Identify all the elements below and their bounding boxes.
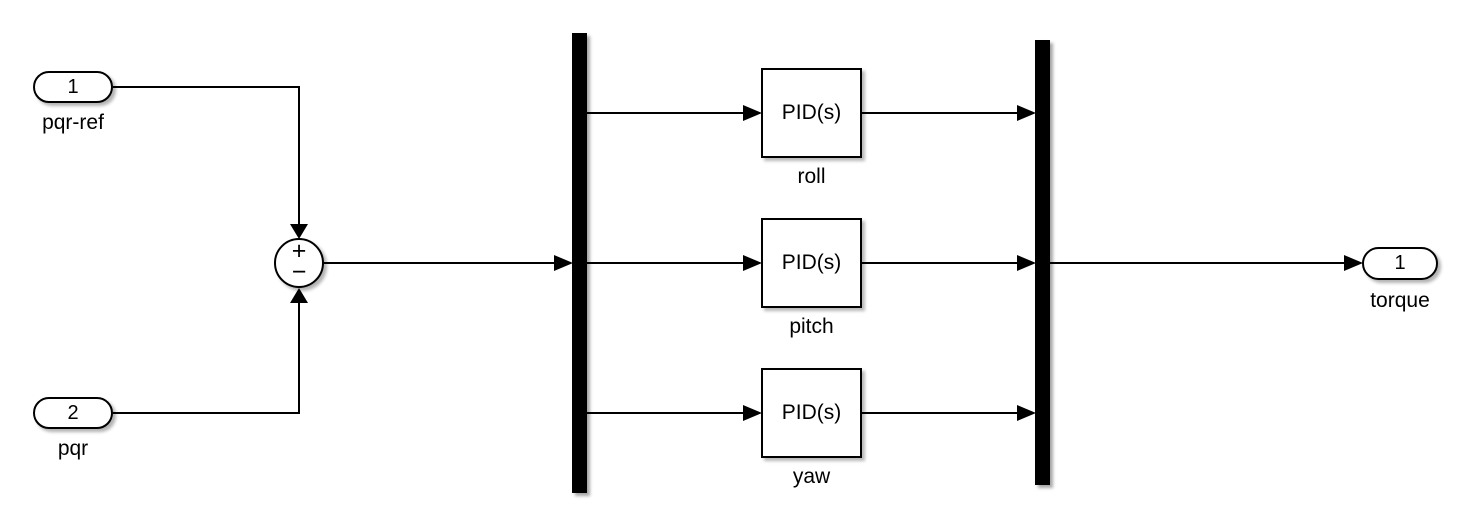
outport-1-label: torque: [1370, 289, 1430, 312]
signal-wire-pqr-ref-h[interactable]: [113, 86, 300, 88]
pid-pitch-text: PID(s): [781, 251, 842, 274]
inport-2-label: pqr: [57, 437, 89, 460]
arrowhead-right-icon: [554, 255, 573, 271]
inport-2-block[interactable]: 2: [33, 397, 113, 429]
signal-wire-pqr-v[interactable]: [298, 302, 300, 413]
signal-wire-pitch-to-mux[interactable]: [861, 262, 1017, 264]
arrowhead-right-icon: [1017, 105, 1036, 121]
inport-1-number: 1: [67, 75, 79, 98]
signal-wire-demux-to-pitch[interactable]: [587, 262, 743, 264]
arrowhead-right-icon: [743, 405, 762, 421]
signal-wire-pqr-h[interactable]: [113, 412, 300, 414]
inport-1-label: pqr-ref: [42, 111, 104, 134]
signal-wire-demux-to-roll[interactable]: [587, 112, 743, 114]
signal-wire-demux-to-yaw[interactable]: [587, 412, 743, 414]
pid-roll-text: PID(s): [781, 101, 842, 124]
pid-pitch-label: pitch: [789, 315, 834, 338]
outport-1-number: 1: [1394, 252, 1406, 274]
arrowhead-right-icon: [1017, 255, 1036, 271]
signal-wire-roll-to-mux[interactable]: [861, 112, 1017, 114]
signal-wire-pqr-ref-v[interactable]: [298, 86, 300, 225]
outport-1-block[interactable]: 1: [1362, 247, 1438, 280]
inport-2-number: 2: [67, 401, 79, 424]
demux-block[interactable]: [572, 33, 587, 493]
arrowhead-up-icon: [290, 288, 308, 303]
arrowhead-down-icon: [290, 224, 308, 239]
signal-wire-yaw-to-mux[interactable]: [861, 412, 1017, 414]
arrowhead-right-icon: [743, 255, 762, 271]
pid-roll-label: roll: [797, 165, 826, 188]
sum-minus-sign: −: [291, 258, 307, 286]
signal-wire-mux-to-torque[interactable]: [1050, 262, 1344, 264]
pid-yaw-label: yaw: [792, 465, 831, 488]
inport-1-block[interactable]: 1: [33, 71, 113, 103]
arrowhead-right-icon: [1344, 255, 1363, 271]
mux-block[interactable]: [1035, 40, 1050, 485]
signal-wire-sum-to-demux[interactable]: [322, 262, 554, 264]
pid-yaw-text: PID(s): [781, 401, 842, 424]
pid-block-pitch[interactable]: PID(s): [761, 218, 862, 308]
sum-block[interactable]: + −: [274, 238, 324, 288]
arrowhead-right-icon: [743, 105, 762, 121]
sum-plus-sign: +: [291, 237, 307, 265]
pid-block-yaw[interactable]: PID(s): [761, 368, 862, 458]
pid-block-roll[interactable]: PID(s): [761, 68, 862, 158]
arrowhead-right-icon: [1017, 405, 1036, 421]
